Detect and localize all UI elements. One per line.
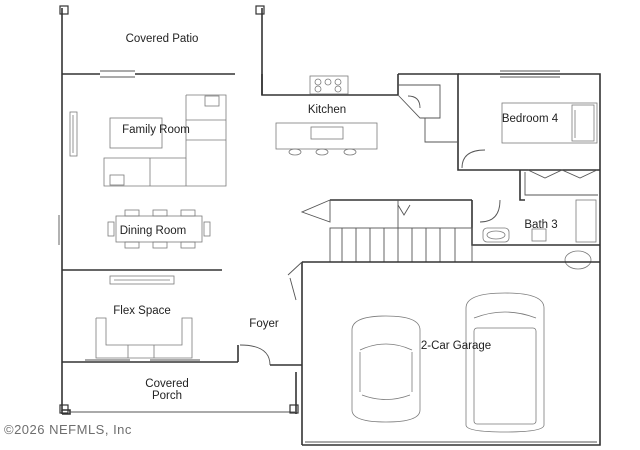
copyright-watermark: ©2026 NEFMLS, Inc	[4, 422, 132, 437]
dining-room-area	[58, 209, 211, 249]
bath-3-label: Bath 3	[524, 219, 557, 231]
covered-porch-label-line1: Covered	[145, 378, 188, 390]
covered-porch-label-line2: Porch	[152, 390, 182, 402]
flex-space-label: Flex Space	[113, 305, 171, 317]
garage-area	[305, 292, 597, 443]
garage-label: 2-Car Garage	[421, 340, 491, 352]
exterior-walls	[61, 73, 601, 446]
family-room-label: Family Room	[122, 124, 190, 136]
flex-space-area	[62, 269, 238, 363]
covered-patio-label: Covered Patio	[126, 33, 199, 45]
kitchen-label: Kitchen	[308, 104, 346, 116]
family-room-area	[69, 94, 227, 187]
windows-top	[100, 70, 560, 78]
foyer-area	[237, 261, 600, 366]
kitchen-area	[275, 74, 458, 156]
stairs	[300, 199, 473, 263]
dining-room-label: Dining Room	[120, 225, 186, 237]
bedroom-4-label: Bedroom 4	[502, 113, 559, 125]
foyer-label: Foyer	[249, 318, 279, 330]
covered-patio-area	[59, 5, 265, 95]
covered-porch-area	[59, 372, 299, 414]
bedroom-4-area	[457, 102, 600, 179]
